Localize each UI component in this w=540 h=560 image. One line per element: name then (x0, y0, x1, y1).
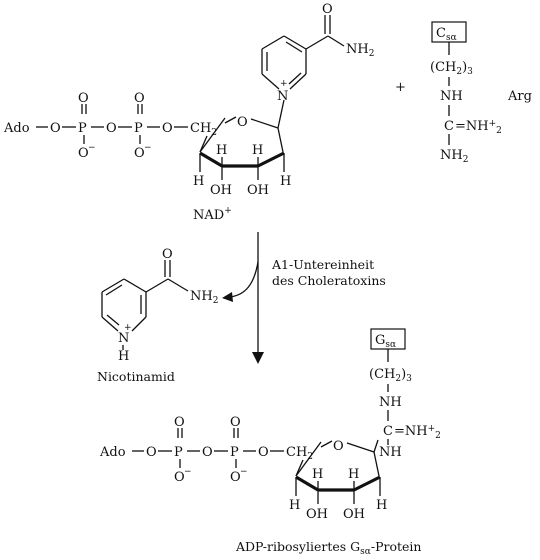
o-label: O (78, 91, 89, 106)
c-label: C (383, 424, 393, 439)
h-label: H (280, 174, 291, 189)
c-label: C (444, 119, 454, 134)
minus-label: − (184, 467, 192, 477)
ado-label: Ado (99, 445, 126, 460)
nh-label: NH (379, 395, 402, 410)
arg-label: Arg (507, 89, 532, 104)
nh-label: NH (379, 445, 402, 460)
o-label: O (322, 2, 333, 17)
o-label: O (174, 470, 185, 485)
o-label: O (106, 121, 117, 136)
p-label: P (230, 445, 239, 460)
o-label: O (202, 445, 213, 460)
ch2-label: CH2 (286, 445, 313, 462)
p-label: P (78, 121, 87, 136)
minus-label: − (144, 143, 152, 153)
ch2-chain-label: (CH2)3 (369, 367, 412, 384)
h-label: H (312, 467, 323, 482)
oh-label: OH (343, 507, 365, 522)
plus-sign: + (395, 80, 406, 95)
o-label: O (146, 445, 157, 460)
enzyme-label-line2: des Choleratoxins (272, 273, 386, 288)
eq-nh2-label: =NH+2 (455, 119, 502, 136)
arginine-residue: Csα (CH2)3 NH Arg C =NH+2 NH2 (430, 21, 532, 165)
o-label: O (258, 445, 269, 460)
o-label: O (50, 121, 61, 136)
h-label: H (216, 143, 227, 158)
reaction-arrow (222, 232, 264, 364)
oh-label: OH (306, 507, 328, 522)
g-s-alpha-label: Gsα (375, 333, 396, 350)
h-label: H (348, 467, 359, 482)
o-label: O (162, 247, 173, 262)
nh-label: NH (440, 89, 463, 104)
ado-label: Ado (3, 121, 30, 136)
plus-label: + (124, 323, 132, 333)
h-label: H (252, 143, 263, 158)
enzyme-label-line1: A1-Untereinheit (271, 257, 374, 272)
minus-label: − (240, 467, 248, 477)
nad-label: NAD+ (193, 206, 232, 223)
h-label: H (289, 498, 300, 513)
ch2-label: CH2 (190, 121, 217, 138)
plus-label: + (280, 79, 288, 89)
o-label: O (230, 470, 241, 485)
nh2-label: NH2 (346, 42, 374, 59)
h-label: H (193, 174, 204, 189)
o-label: O (237, 115, 248, 130)
product-label: ADP-ribosyliertes Gsα-Protein (235, 539, 421, 557)
n-plus-label: N (277, 89, 288, 104)
nicotinamide-molecule: N + H O NH2 (101, 247, 218, 364)
nh2-label: NH2 (440, 148, 468, 165)
o-label: O (162, 121, 173, 136)
o-label: O (78, 146, 89, 161)
oh-label: OH (210, 183, 232, 198)
ch2-chain-label: (CH2)3 (430, 60, 473, 77)
nad-molecule: Ado O P O O − O P O O − O CH2 O H (3, 2, 374, 223)
p-label: P (174, 445, 183, 460)
nicotinamide-label: Nicotinamid (97, 369, 175, 384)
h-label: H (118, 349, 129, 364)
h-label: H (376, 498, 387, 513)
adp-ribosylated-protein: Ado O P O O − O P O O − O CH2 O H (99, 328, 441, 522)
nh2-label: NH2 (190, 289, 218, 306)
c-s-alpha-label: Csα (436, 26, 457, 43)
oh-label: OH (247, 183, 269, 198)
p-label: P (134, 121, 143, 136)
eq-nh2-label: =NH+2 (394, 424, 441, 441)
o-label: O (333, 439, 344, 454)
o-label: O (134, 146, 145, 161)
o-label: O (174, 415, 185, 430)
n-plus-label: N (118, 331, 129, 346)
o-label: O (134, 91, 145, 106)
o-label: O (230, 415, 241, 430)
minus-label: − (88, 143, 96, 153)
